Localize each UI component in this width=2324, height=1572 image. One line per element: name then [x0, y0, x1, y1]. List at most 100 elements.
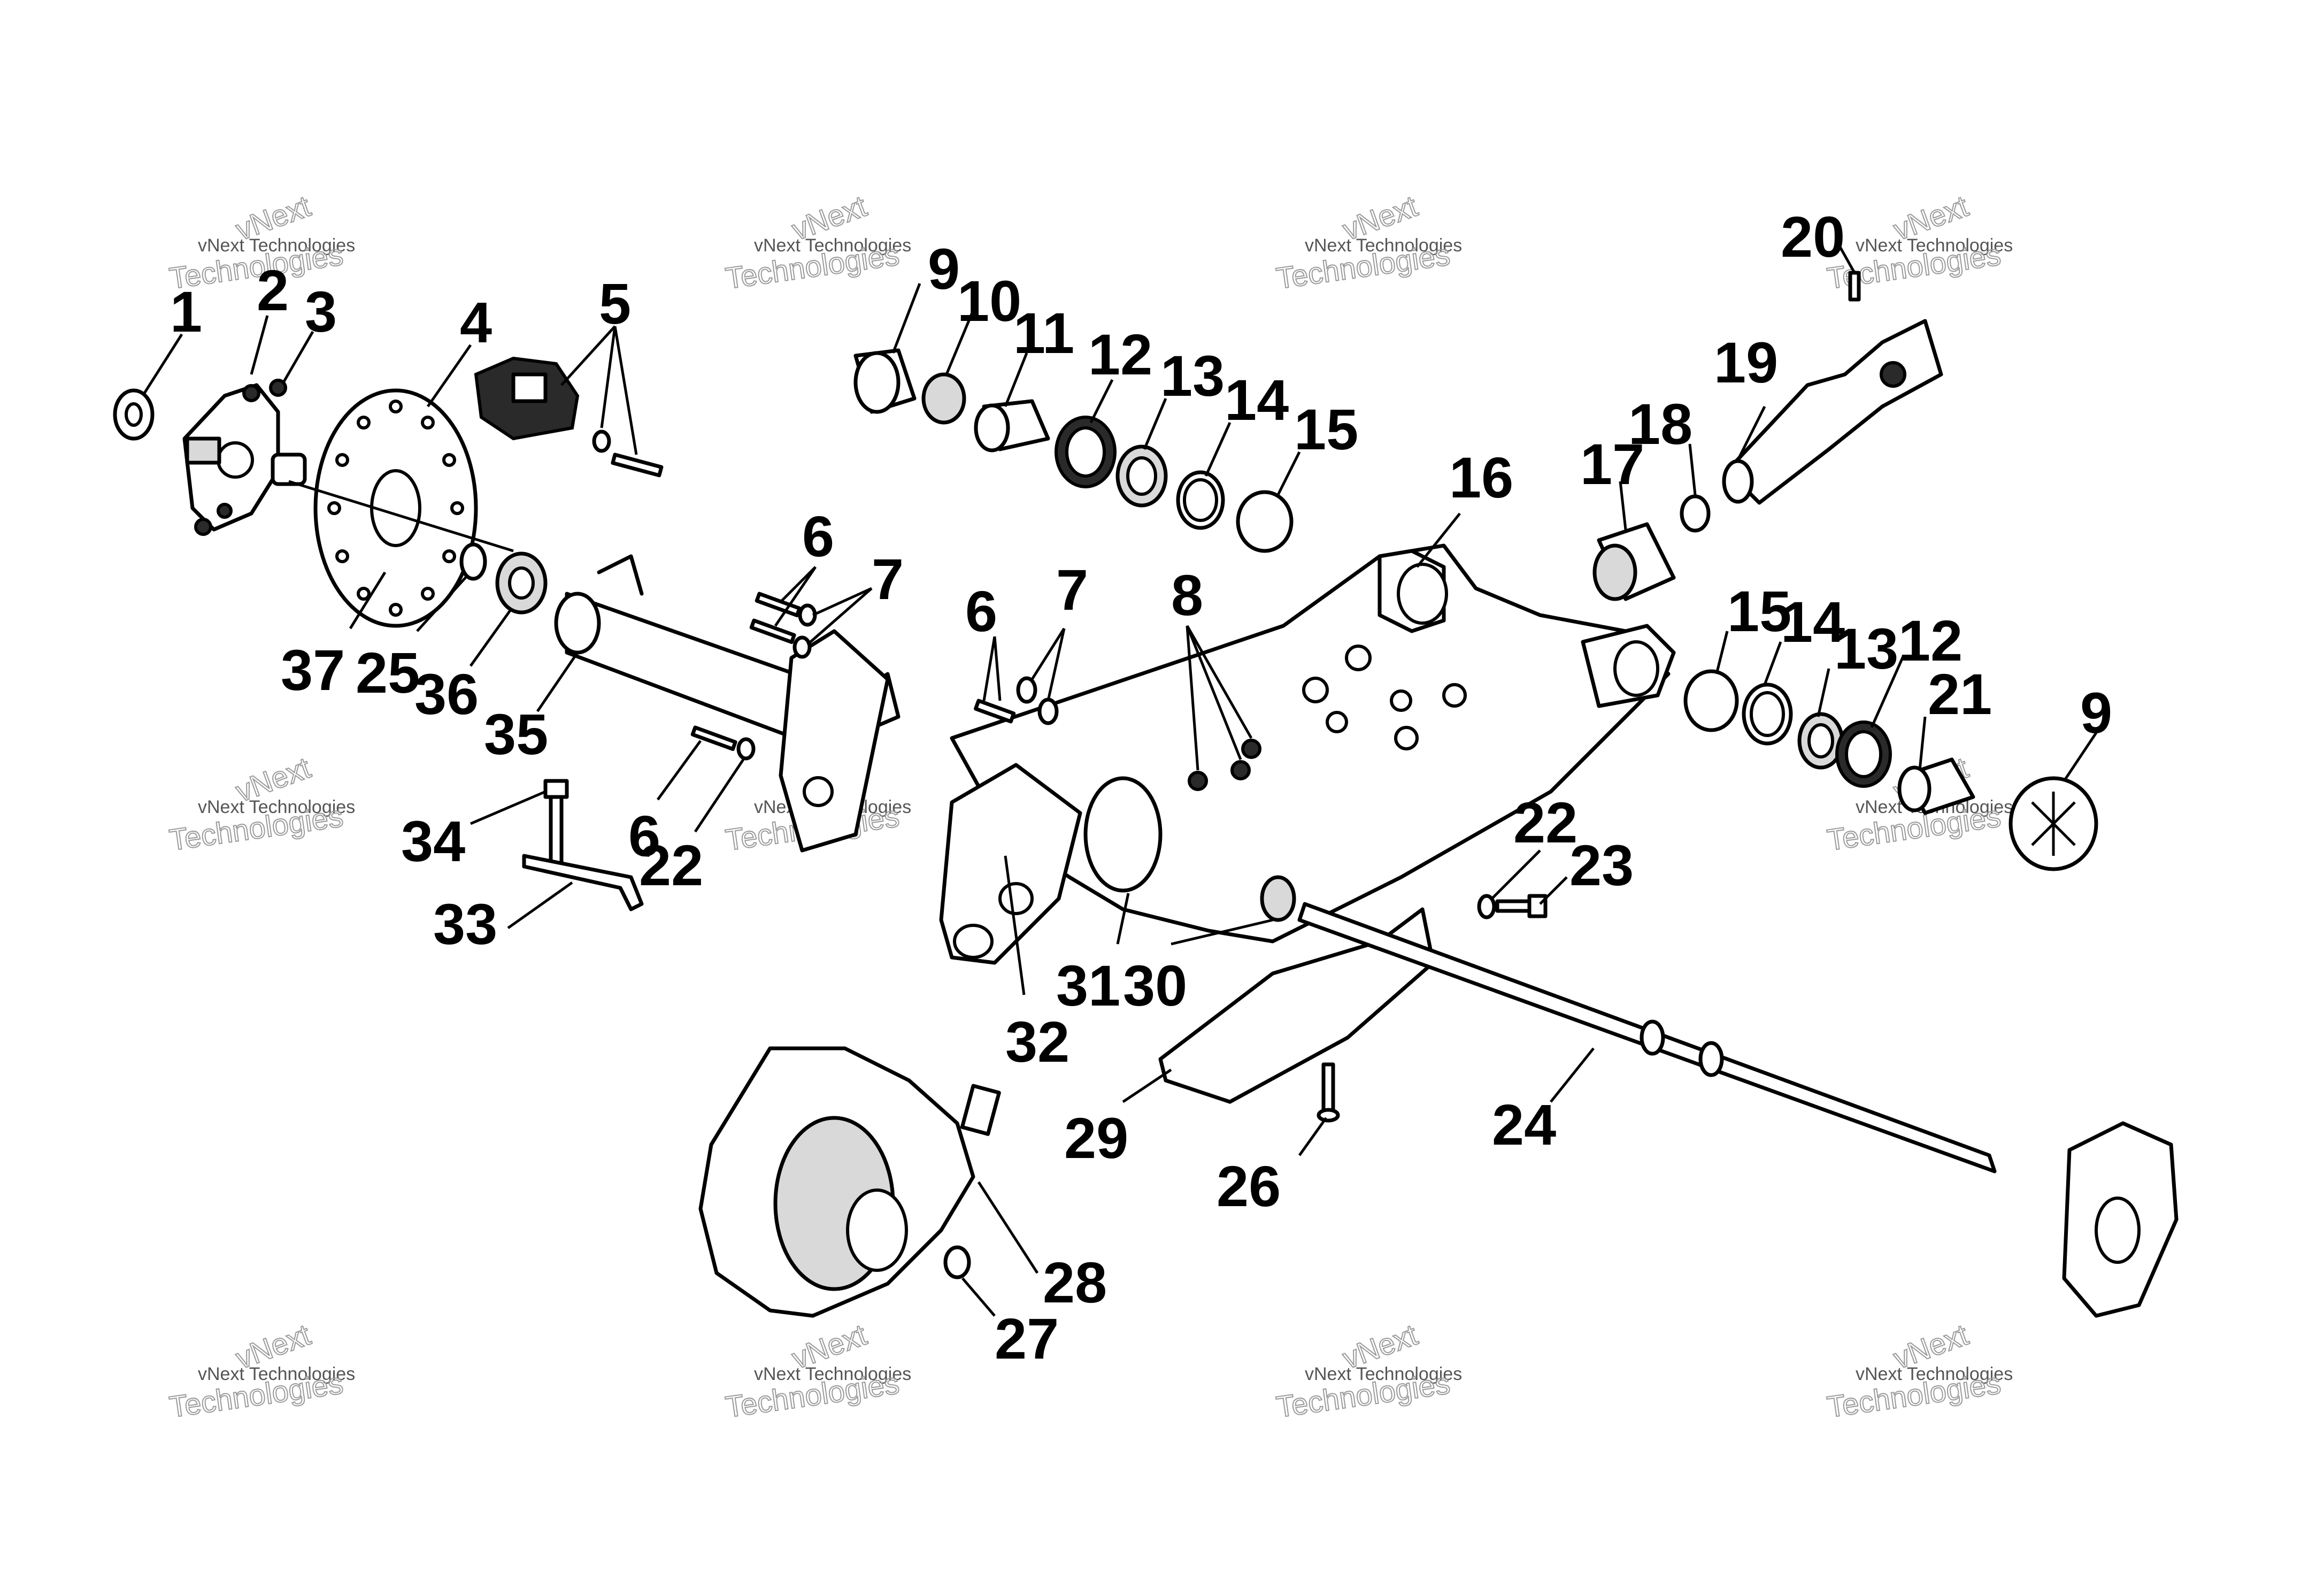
callout-7: 7 — [1056, 557, 1088, 622]
part-20-pin — [1848, 271, 1861, 302]
watermark: vNext Technologies vNext Technologies — [1274, 188, 1462, 296]
watermark-text: vNext Technologies — [1856, 235, 2013, 256]
callout-30: 30 — [1123, 953, 1187, 1018]
callout-28: 28 — [1043, 1250, 1107, 1315]
watermark-text: vNext Technologies — [198, 797, 355, 817]
part-9-cap-right — [2009, 776, 2098, 871]
callout-4: 4 — [460, 290, 492, 355]
part-30-seal — [1260, 875, 1296, 922]
part-17-bushing — [1592, 522, 1676, 601]
callout-12: 12 — [1088, 322, 1152, 387]
callout-35: 35 — [484, 702, 548, 766]
part-flange-right — [2062, 1121, 2179, 1318]
part-33-bracket — [522, 854, 644, 911]
part-28-final-drive — [698, 1046, 1001, 1318]
callout-7: 7 — [872, 547, 904, 611]
callout-19: 19 — [1714, 330, 1778, 395]
part-31-gasket — [1083, 776, 1163, 893]
watermark-text: vNext Technologies — [1305, 235, 1462, 256]
part-13-bearing-right — [1797, 712, 1844, 770]
callout-20: 20 — [1781, 204, 1845, 269]
callout-36: 36 — [414, 662, 479, 726]
callout-2: 2 — [257, 258, 289, 323]
callout-18: 18 — [1628, 392, 1692, 456]
callout-22: 22 — [1513, 790, 1577, 855]
callout-29: 29 — [1064, 1106, 1128, 1170]
callout-23: 23 — [1569, 833, 1634, 898]
part-10-nut — [921, 372, 966, 425]
part-21-spacer — [1897, 757, 1975, 815]
watermark-text: vNext Technologies — [1856, 1364, 2013, 1384]
callout-15: 15 — [1727, 579, 1791, 643]
callout-32: 32 — [1005, 1009, 1069, 1074]
part-3-stud — [269, 379, 287, 397]
part-18-o-ring — [1680, 494, 1711, 533]
callout-5: 5 — [599, 271, 631, 336]
part-1-washer-hole — [125, 402, 143, 427]
part-5-brake-caliper — [474, 356, 664, 478]
watermark: vNext Technologies vNext Technologies — [1825, 1317, 2013, 1424]
watermark: vNext Technologies vNext Technologies — [723, 188, 911, 296]
callout-34: 34 — [401, 809, 465, 873]
watermark-text: vNext Technologies — [754, 235, 911, 256]
callout-14: 14 — [1781, 589, 1845, 654]
callout-26: 26 — [1217, 1154, 1281, 1218]
callout-6: 6 — [965, 579, 997, 643]
callout-27: 27 — [995, 1306, 1059, 1371]
callout-33: 33 — [433, 892, 497, 956]
part-26-bolt — [1317, 1062, 1340, 1123]
part-7-washer — [792, 603, 817, 659]
callout-37: 37 — [281, 638, 345, 702]
part-15-plug — [1236, 490, 1294, 553]
callout-12: 12 — [1898, 608, 1963, 673]
callout-13: 13 — [1160, 343, 1225, 408]
callout-16: 16 — [1449, 445, 1513, 510]
watermark-text: vNext Technologies — [754, 1364, 911, 1384]
parts — [113, 271, 2179, 1318]
axis-line — [288, 480, 514, 553]
part-34-bolt — [543, 779, 569, 869]
part-9-cap — [853, 348, 917, 414]
callouts: 1 2 3 4 5 6 6 6 7 7 8 9 9 10 11 12 12 13… — [170, 204, 2112, 1371]
callout-1: 1 — [170, 279, 202, 344]
callout-11: 11 — [1013, 301, 1074, 365]
part-19-u-joint-shaft — [1722, 319, 1943, 505]
part-22-washer-right — [1477, 894, 1496, 919]
part-23-bolt — [1495, 894, 1548, 918]
callout-9: 9 — [2080, 680, 2112, 745]
callout-13: 13 — [1834, 616, 1898, 681]
watermark: vNext Technologies vNext Technologies — [723, 1317, 911, 1424]
watermark-text: vNext Technologies — [1305, 1364, 1462, 1384]
part-13-bearing — [1115, 444, 1168, 508]
part-6-bolt — [690, 592, 802, 752]
callout-9: 9 — [928, 236, 960, 301]
callout-10: 10 — [957, 269, 1021, 333]
callout-31: 31 — [1056, 953, 1120, 1018]
part-12-seal-right — [1835, 720, 1892, 788]
callout-8: 8 — [1171, 563, 1203, 627]
callout-15: 15 — [1294, 397, 1358, 462]
part-11-spacer — [974, 399, 1050, 453]
callout-14: 14 — [1225, 367, 1289, 432]
part-36-bearing — [495, 551, 548, 615]
callout-6: 6 — [802, 504, 834, 569]
part-8-bolts — [1188, 739, 1261, 791]
part-4-brake-disc — [313, 388, 478, 628]
callout-17: 17 — [1580, 432, 1644, 496]
part-12-seal — [1055, 416, 1117, 488]
callout-21: 21 — [1928, 662, 1992, 726]
callout-22: 22 — [639, 833, 703, 898]
watermark-text: vNext Technologies — [198, 1364, 355, 1384]
callout-6: 6 — [628, 803, 660, 868]
part-24-drive-shaft — [1297, 902, 1997, 1174]
part-14-race-right — [1742, 683, 1793, 746]
callout-24: 24 — [1492, 1092, 1556, 1157]
part-35-axle-housing — [554, 554, 901, 853]
part-25-snap-ring — [459, 542, 487, 581]
part-22-washer — [736, 737, 756, 761]
part-15-plug-right — [1683, 669, 1739, 732]
watermark-text: vNext Technologies — [198, 235, 355, 256]
callout-3: 3 — [305, 279, 337, 344]
callout-25: 25 — [356, 640, 420, 705]
